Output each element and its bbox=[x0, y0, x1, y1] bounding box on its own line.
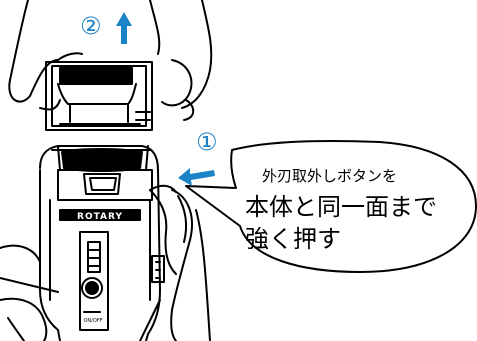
step-1-number: ① bbox=[196, 128, 218, 156]
callout-text-line-3: 強く押す bbox=[245, 225, 341, 253]
step-2-number: ② bbox=[80, 12, 102, 40]
callout-bubble bbox=[185, 139, 477, 273]
lower-hands bbox=[0, 189, 211, 341]
callout-text-line-2: 本体と同一面まで bbox=[245, 193, 437, 221]
callout-text-line-1: 外刃取外しボタンを bbox=[262, 167, 398, 185]
outer-blade-cassette bbox=[45, 61, 153, 131]
switch-label: ON/OFF bbox=[83, 318, 102, 324]
step2-up-arrow-icon bbox=[116, 12, 132, 44]
step1-left-arrow-icon bbox=[178, 168, 215, 186]
brand-label: ROTARY bbox=[77, 212, 123, 222]
upper-hand bbox=[8, 0, 213, 121]
shaver-body bbox=[39, 145, 177, 341]
